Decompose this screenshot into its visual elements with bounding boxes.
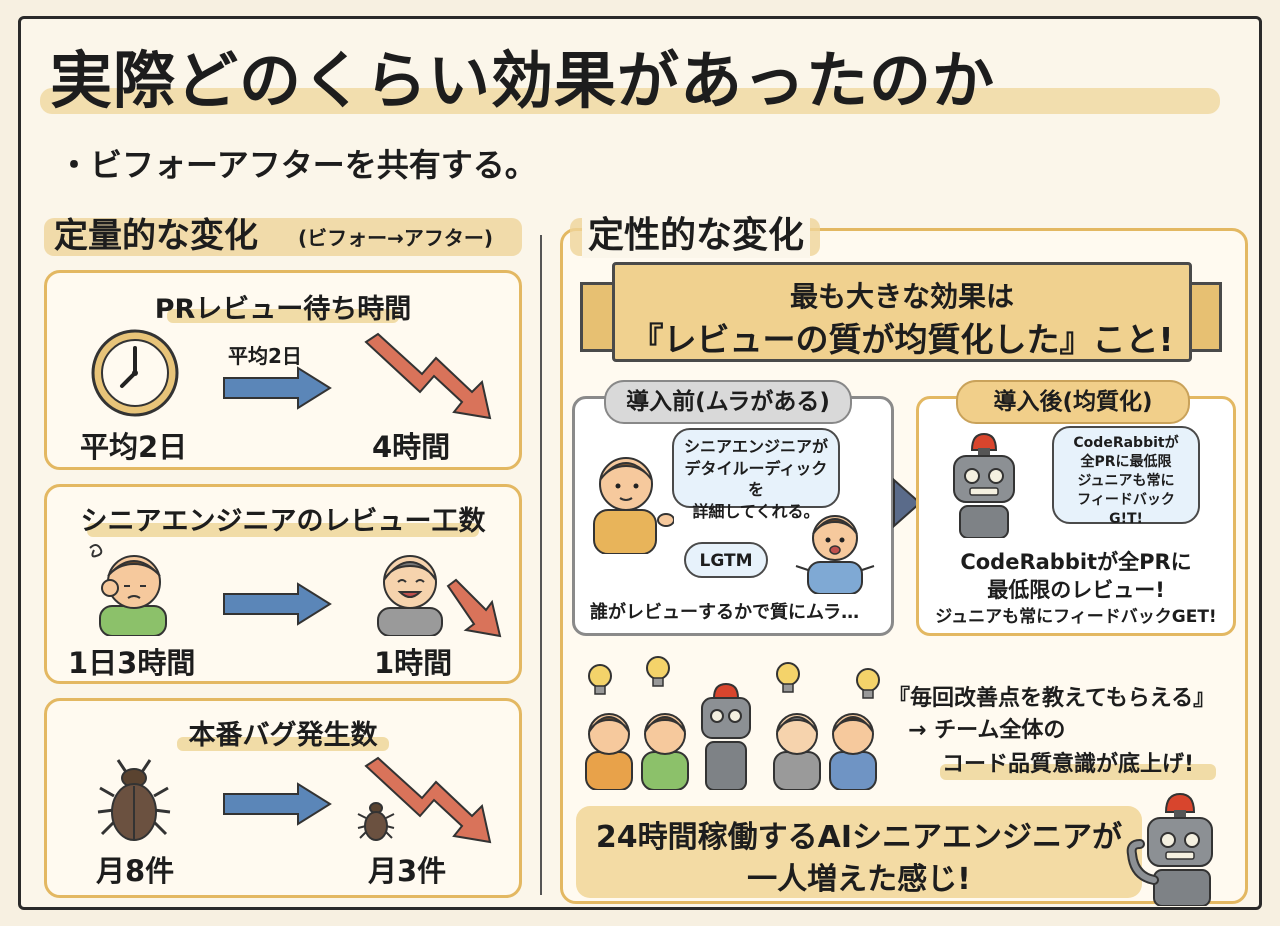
after-caption-line-3: ジュニアも常にフィードバックGET! <box>935 607 1217 627</box>
right-arrow-icon <box>223 782 332 826</box>
title-highlight <box>40 88 1220 114</box>
stressed-person-icon <box>89 544 167 636</box>
quant-heading-note: (ビフォー→アフター) <box>298 226 494 250</box>
card-title-highlight <box>87 523 479 537</box>
after-caption-line-1: CodeRabbitが全PRに <box>960 550 1192 574</box>
after-caption-line-2: 最低限のレビュー! <box>987 578 1165 602</box>
down-trend-arrow-icon <box>364 332 492 420</box>
senior-speech-bubble: シニアエンジニアが デタイルーディックを 詳細してくれる。 <box>672 428 840 521</box>
quote-line-3: コード品質意識が底上げ! <box>942 752 1195 777</box>
after-value: 1時間 <box>374 646 453 680</box>
before-value: 平均2日 <box>80 430 188 464</box>
before-value: 月8件 <box>96 854 175 888</box>
right-arrow-icon <box>223 582 332 626</box>
card-title-highlight <box>177 737 389 751</box>
right-arrow-icon <box>223 366 332 410</box>
quote-highlight <box>940 764 1216 780</box>
bug-icon <box>97 759 171 841</box>
happy-person-icon <box>377 555 443 636</box>
before-value: 1日3時間 <box>68 646 196 680</box>
robot-speech-bubble: CodeRabbitが 全PRに最低限 ジュニアも常に フィードバックG!T! <box>1052 426 1200 527</box>
banner-line-1: 最も大きな効果は <box>789 280 1014 313</box>
after-value: 月3件 <box>368 854 447 888</box>
robot-icon <box>1126 792 1213 906</box>
card-title: シニアエンジニアのレビュー工数 <box>80 506 486 537</box>
column-divider <box>540 235 542 895</box>
robot-icon <box>953 432 1015 538</box>
quant-heading-highlight <box>44 218 522 256</box>
lightbulb-icon <box>588 656 880 699</box>
after-panel-label: 導入後(均質化) <box>956 380 1190 424</box>
card-title: PRレビュー待ち時間 <box>154 294 412 325</box>
junior-engineer-icon <box>795 515 875 594</box>
after-value: 4時間 <box>372 430 451 464</box>
triangle-arrow-icon <box>893 478 922 528</box>
bottom-line-2: 一人増えた感じ! <box>747 862 971 897</box>
quote-line-2: → チーム全体の <box>908 718 1066 743</box>
quant-heading: 定量的な変化 <box>54 216 258 256</box>
card-title: 本番バグ発生数 <box>188 720 378 751</box>
lgtm-bubble: LGTM <box>684 542 768 578</box>
down-trend-arrow-icon <box>446 578 502 638</box>
main-effect-banner: 最も大きな効果は 『レビューの質が均質化した』こと! <box>612 262 1192 362</box>
quote-line-1: 『毎回改善点を教えてもらえる』 <box>888 686 1216 711</box>
qual-heading: 定性的な変化 <box>582 206 811 258</box>
small-bug-icon <box>357 802 395 841</box>
before-caption: 誰がレビューするかで質にムラ… <box>590 602 860 623</box>
senior-engineer-icon <box>593 457 674 554</box>
clock-icon <box>91 329 179 417</box>
arrow-note: 平均2日 <box>228 344 302 368</box>
page-subtitle: ・ビフォーアフターを共有する。 <box>58 146 537 184</box>
bottom-line-1: 24時間稼働するAIシニアエンジニアが <box>595 820 1123 855</box>
before-panel-label: 導入前(ムラがある) <box>604 380 852 424</box>
card-senior-review-effort: シニアエンジニアのレビュー工数 <box>44 484 522 684</box>
page-title: 実際どのくらい効果があったのか <box>50 44 996 117</box>
down-trend-arrow-icon <box>364 756 492 844</box>
banner-line-2: 『レビューの質が均質化した』こと! <box>630 320 1174 359</box>
bottom-banner <box>576 806 1142 898</box>
team-illustration <box>585 656 880 790</box>
card-title-highlight <box>167 309 399 323</box>
